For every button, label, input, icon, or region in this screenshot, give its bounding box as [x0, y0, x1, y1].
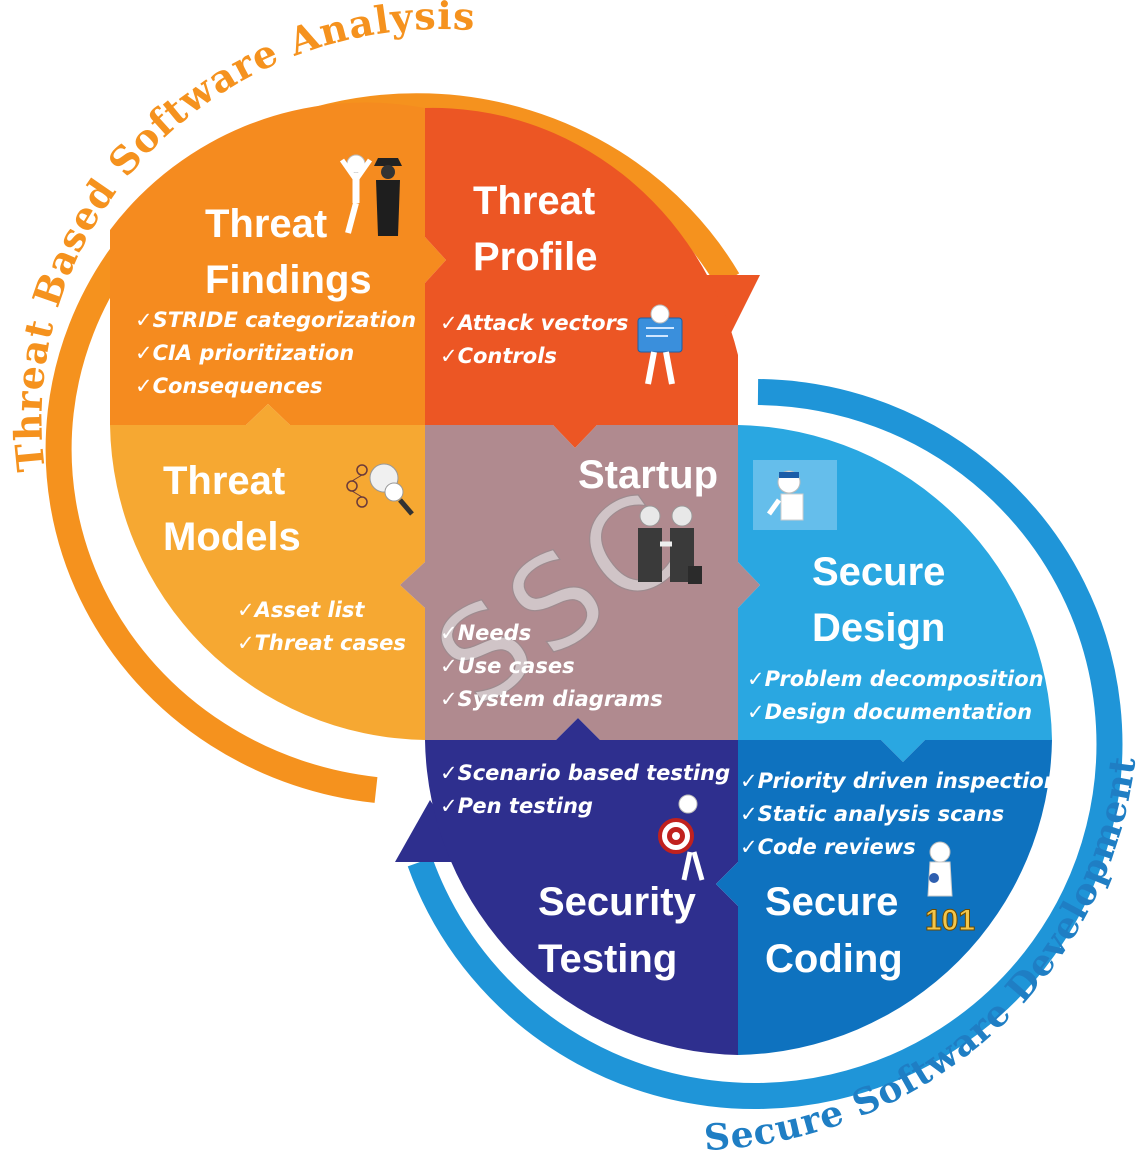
threat-profile-item: ✓Controls — [440, 344, 557, 368]
threat-profile-section — [425, 107, 738, 449]
threat-profile-title-2: Profile — [473, 235, 597, 279]
startup-section — [400, 425, 760, 740]
secure-design-title-1: Secure — [812, 550, 945, 594]
startup-item: ✓Needs — [440, 621, 531, 645]
threat-profile-item: ✓Attack vectors — [440, 311, 628, 335]
handshake-icon — [638, 505, 702, 584]
items-layer: ✓STRIDE categorization ✓CIA prioritizatio… — [135, 308, 1059, 859]
secure-design-item: ✓Problem decomposition — [747, 667, 1044, 691]
startup-title: Startup — [578, 453, 718, 497]
model-figure-icon — [346, 463, 414, 516]
threat-findings-item: ✓CIA prioritization — [135, 341, 354, 365]
coding-figure-icon: 101 — [924, 841, 976, 938]
security-testing-title-2: Testing — [538, 937, 677, 981]
threat-findings-title-1: Threat — [205, 202, 327, 246]
threat-findings-item: ✓Consequences — [135, 374, 323, 398]
threat-findings-item: ✓STRIDE categorization — [135, 308, 416, 332]
security-testing-item: ✓Pen testing — [440, 794, 593, 818]
threat-profile-title-1: Threat — [473, 179, 595, 223]
secure-coding-title-1: Secure — [765, 880, 898, 924]
startup-item: ✓System diagrams — [440, 687, 663, 711]
design-figure-icon — [753, 460, 837, 530]
detective-figure-icon — [339, 154, 402, 236]
security-testing-section — [425, 718, 738, 1055]
security-testing-title-1: Security — [538, 880, 697, 924]
threat-findings-title-2: Findings — [205, 258, 372, 302]
blueprint-figure-icon — [637, 304, 683, 385]
secure-design-item: ✓Design documentation — [747, 700, 1032, 724]
threat-models-title-1: Threat — [163, 459, 285, 503]
secure-coding-title-2: Coding — [765, 937, 903, 981]
startup-item: ✓Use cases — [440, 654, 575, 678]
threat-models-item: ✓Threat cases — [237, 631, 406, 655]
svg-text:101: 101 — [925, 904, 975, 937]
threat-models-item: ✓Asset list — [237, 598, 365, 622]
target-figure-icon — [658, 794, 705, 881]
secure-coding-item: ✓Code reviews — [740, 835, 916, 859]
secure-coding-item: ✓Priority driven inspection — [740, 769, 1059, 793]
secure-design-title-2: Design — [812, 606, 945, 650]
threat-findings-section — [110, 102, 446, 425]
secure-coding-item: ✓Static analysis scans — [740, 802, 1004, 826]
secure-coding-section — [716, 740, 1052, 1055]
threat-models-section — [110, 404, 425, 740]
security-testing-item: ✓Scenario based testing — [440, 761, 730, 785]
threat-models-title-2: Models — [163, 515, 301, 559]
